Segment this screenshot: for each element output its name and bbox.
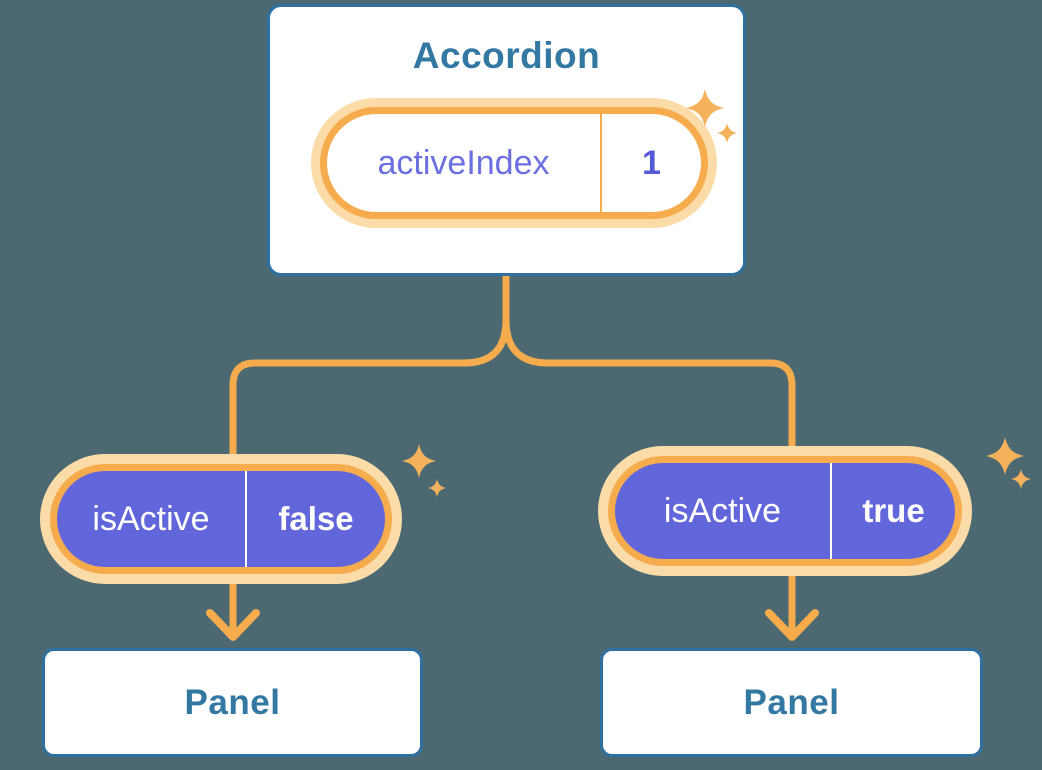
sparkle-icon: [686, 89, 724, 127]
prop-pill-isactive-true: isActive true: [608, 456, 962, 566]
prop-pill-value: true: [862, 492, 925, 529]
sparkle-icon: [986, 437, 1024, 475]
sparkle-icon: [402, 444, 436, 478]
arrowhead-left-icon: [206, 609, 260, 641]
pill-divider: [245, 471, 247, 567]
panel-card-left: Panel: [42, 648, 423, 757]
accordion-title: Accordion: [412, 35, 601, 76]
prop-pill-value: false: [278, 500, 354, 537]
sparkle-icon: [1011, 469, 1031, 489]
panel-card-right: Panel: [600, 648, 983, 757]
sparkle-icon: [717, 123, 737, 143]
state-pill-value: 1: [642, 143, 661, 182]
pill-divider: [600, 114, 602, 212]
arrowhead-right-icon: [765, 609, 819, 641]
panel-title: Panel: [743, 682, 840, 722]
panel-title: Panel: [184, 682, 281, 722]
connector-right-branch: [502, 272, 796, 636]
connector-left-branch: [229, 272, 510, 636]
state-pill-label: activeIndex: [377, 143, 550, 182]
prop-pill-isactive-false: isActive false: [50, 464, 392, 574]
sparkle-icon: [428, 479, 446, 497]
pill-divider: [830, 463, 832, 559]
state-pill-activeindex: activeIndex 1: [320, 107, 708, 219]
prop-pill-label: isActive: [92, 499, 210, 538]
prop-pill-label: isActive: [663, 491, 782, 530]
